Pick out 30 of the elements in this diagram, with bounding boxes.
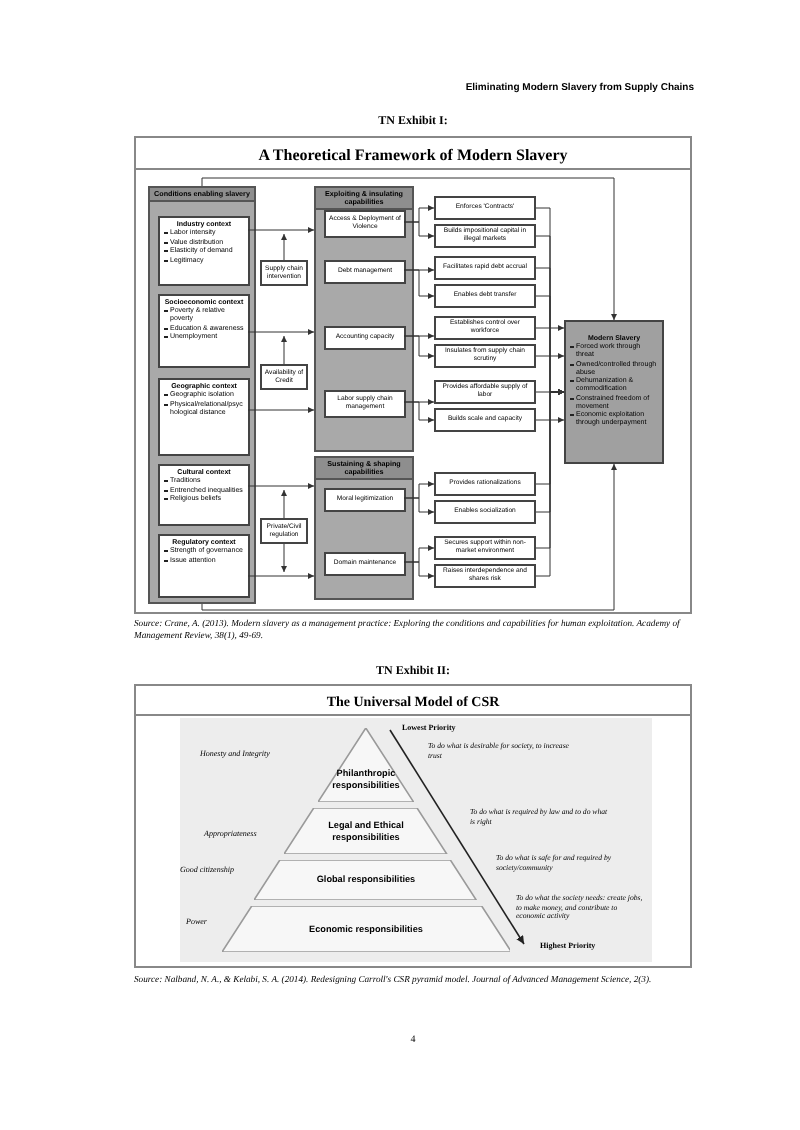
connector-arrow: [403, 497, 435, 515]
connector-arrow: [403, 335, 435, 359]
connector-arrow: [403, 221, 435, 239]
connector-arrow: [281, 489, 287, 519]
connector-arrow: [535, 417, 565, 423]
connector-arrow: [201, 177, 617, 321]
outcome-box: [564, 320, 664, 464]
context-box: [158, 216, 250, 286]
group-panel: [314, 456, 414, 600]
connector-arrow: [247, 573, 315, 579]
connector-arrow: [403, 269, 435, 299]
connector-arrow: [403, 401, 435, 423]
context-box: [158, 464, 250, 526]
connector-arrow: [281, 335, 287, 365]
connector-arrow: [247, 483, 315, 489]
connector-arrow: [247, 407, 315, 413]
context-box: [158, 534, 250, 598]
figure-title: A Theoretical Framework of Modern Slavery: [256, 144, 570, 168]
context-box: [158, 294, 250, 368]
connector-arrow: [281, 233, 287, 261]
connector-arrow: [247, 227, 315, 233]
group-panel: [314, 186, 414, 452]
context-box: [158, 378, 250, 456]
group-panel: [148, 186, 256, 604]
connector-arrow: [281, 543, 287, 573]
connector-arrow: [201, 463, 617, 611]
connector-arrow: [535, 325, 565, 331]
connector-arrow: [403, 561, 435, 579]
connector-arrow: [247, 329, 315, 335]
connector-arrow: [535, 353, 565, 359]
